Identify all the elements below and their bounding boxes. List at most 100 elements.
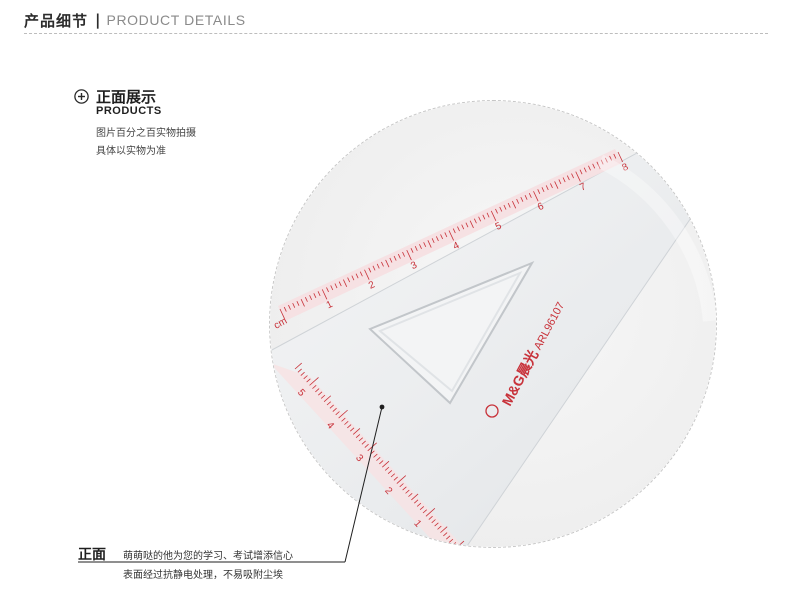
left-tick	[443, 532, 448, 537]
header-divider	[24, 33, 768, 34]
bee-mascot-icon	[485, 404, 499, 418]
left-tick	[312, 385, 317, 389]
hyp-tick	[537, 189, 541, 194]
hyp-tick-label: 5	[494, 220, 504, 233]
section-title-cn: 正面展示	[96, 88, 157, 106]
hyp-tick	[520, 196, 524, 202]
hyp-tick	[423, 242, 427, 247]
hyp-tick	[406, 249, 412, 261]
hyp-tick	[558, 179, 562, 185]
hyp-tick	[376, 263, 380, 269]
hyp-tick	[343, 279, 348, 287]
left-tick	[297, 368, 302, 373]
hyp-tick	[524, 195, 528, 200]
hyp-tick-label: 3	[409, 260, 419, 273]
hyp-tick	[317, 291, 321, 297]
hyp-tick	[571, 173, 574, 179]
left-tick	[384, 466, 390, 471]
page-header: 产品细节 | PRODUCT DETAILS	[24, 9, 246, 31]
left-tick	[411, 493, 419, 501]
plus-circle-icon	[74, 89, 89, 104]
left-tick	[303, 375, 308, 380]
hyp-tick	[528, 193, 532, 198]
hyp-tick	[503, 204, 507, 210]
left-tick	[329, 404, 334, 409]
left-tick	[318, 391, 323, 396]
left-tick	[425, 508, 436, 517]
hyp-tick	[562, 177, 566, 183]
hyp-tick	[533, 191, 539, 202]
hyp-tick	[541, 187, 545, 193]
hyp-tick	[507, 202, 511, 208]
left-tick	[446, 535, 451, 540]
hyp-tick	[419, 244, 422, 249]
left-tick	[431, 519, 436, 524]
left-tick	[300, 371, 305, 376]
left-tick	[402, 486, 407, 491]
hyp-tick	[309, 295, 313, 300]
hyp-tick	[478, 216, 482, 222]
left-tick	[440, 526, 448, 533]
hyp-tick	[359, 271, 363, 277]
left-tick	[416, 502, 422, 507]
hyp-tick	[444, 232, 448, 238]
hyp-tick	[410, 247, 414, 253]
hyp-tick	[613, 153, 617, 159]
hyp-tick	[457, 226, 460, 232]
hyp-tick	[499, 206, 503, 212]
left-tick	[306, 378, 311, 383]
hyp-tick	[461, 224, 465, 230]
hyp-tick	[588, 165, 591, 171]
hyp-tick	[381, 261, 384, 267]
hyp-tick	[431, 238, 435, 244]
hyp-tick	[435, 236, 439, 242]
left-tick	[387, 470, 393, 475]
hyp-tick	[326, 287, 329, 293]
hyp-tick	[300, 299, 305, 307]
hyp-tick	[465, 222, 469, 228]
header-title-cn: 产品细节	[24, 11, 89, 30]
hyp-tick-label: 4	[452, 240, 462, 253]
hyp-tick	[579, 169, 583, 175]
hyp-tick	[427, 240, 432, 248]
left-tick	[315, 388, 320, 393]
hyp-tick-label: 7	[578, 181, 588, 194]
hyp-tick	[516, 198, 520, 204]
hyp-tick	[414, 246, 418, 251]
hyp-tick	[351, 275, 355, 281]
triangle-cutout	[368, 260, 535, 405]
hyp-tick	[600, 159, 604, 165]
hyp-tick	[512, 200, 517, 209]
left-tick	[335, 411, 340, 416]
hyp-tick	[575, 171, 581, 182]
hyp-tick	[283, 306, 287, 312]
left-tick	[332, 407, 337, 412]
left-tick	[393, 476, 398, 481]
hyp-tick	[296, 300, 300, 306]
hyp-tick	[482, 214, 486, 220]
left-tick	[434, 522, 439, 527]
hyp-tick	[486, 212, 490, 218]
left-tick	[294, 362, 302, 370]
left-tick	[323, 395, 332, 403]
left-tick	[437, 525, 442, 530]
hyp-tick	[448, 230, 454, 241]
left-tick	[390, 473, 396, 478]
hyp-tick	[554, 181, 559, 189]
left-tick-label: 5	[295, 387, 307, 399]
left-tick	[396, 475, 407, 484]
hyp-tick	[304, 297, 308, 302]
left-tick	[448, 538, 454, 543]
hyp-tick	[368, 267, 372, 273]
callout-title: 正面	[78, 547, 106, 563]
hyp-tick	[440, 234, 444, 240]
hyp-tick	[550, 183, 553, 189]
left-tick	[428, 515, 433, 520]
hyp-tick	[385, 259, 390, 268]
hyp-tick	[288, 304, 291, 310]
hyp-tick	[338, 281, 342, 287]
hyp-tick	[469, 220, 474, 229]
hyp-tick	[495, 208, 498, 214]
hyp-tick	[452, 228, 456, 234]
